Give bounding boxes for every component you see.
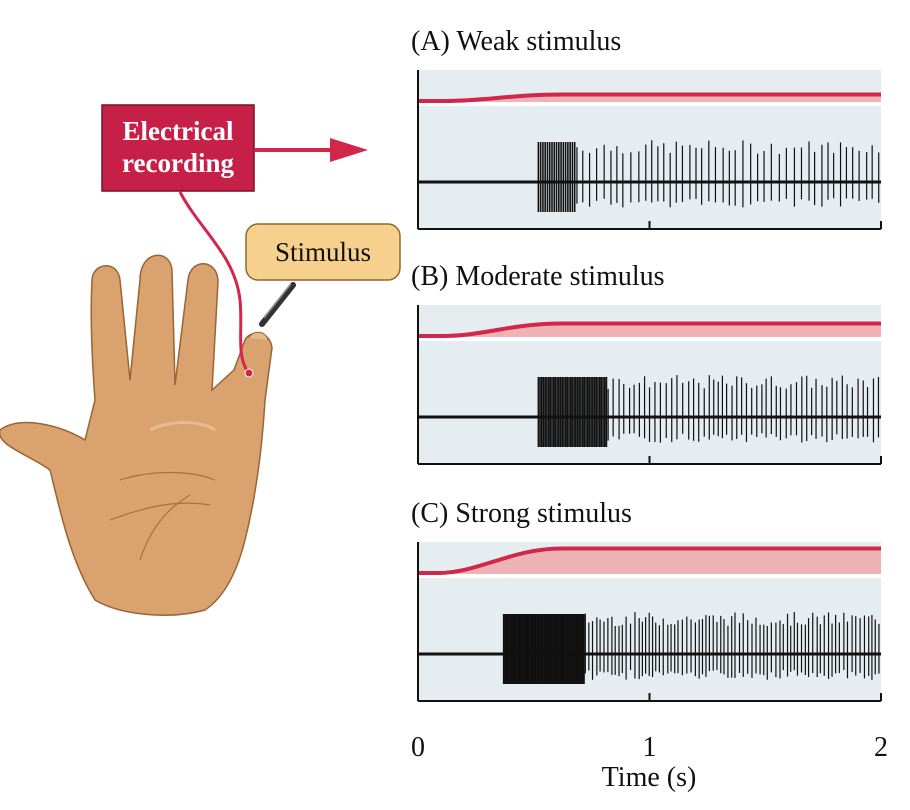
- x-tick-label: 0: [411, 732, 425, 763]
- palm-line: [139, 494, 191, 561]
- band-separator: [418, 102, 881, 106]
- panel-title-b: (B) Moderate stimulus: [411, 261, 665, 292]
- recording-panels: (A) Weak stimulus (B) Moderate stimulus (C…: [411, 26, 882, 702]
- stimulus-trace: [418, 92, 881, 103]
- recording-arrow-head: [330, 138, 368, 162]
- time-axis: 0 1 2: [411, 732, 888, 763]
- electrical-recording-line1: Electrical: [123, 116, 234, 146]
- panel-title-a: (A) Weak stimulus: [411, 26, 621, 57]
- panel-c: (C) Strong stimulus: [411, 498, 882, 702]
- band-separator: [418, 574, 881, 578]
- stimulus-fill: [418, 548, 881, 574]
- hand-illustration: [0, 254, 273, 616]
- palm-line: [109, 502, 211, 521]
- electrical-recording-line2: recording: [122, 148, 234, 178]
- spike-train: [502, 612, 880, 684]
- spike-train: [537, 375, 880, 447]
- palm-highlight: [149, 421, 216, 432]
- stimulus-label: Stimulus: [245, 223, 401, 281]
- palm-line: [119, 471, 216, 481]
- band-separator: [418, 337, 881, 341]
- x-axis-label: Time (s): [602, 762, 697, 793]
- recording-electrode-tip: [244, 368, 254, 378]
- stimulus-trace: [418, 546, 881, 575]
- spike-train: [537, 140, 880, 212]
- electrical-recording-label: Electrical recording: [101, 104, 255, 192]
- stimulus-probe-highlight: [263, 283, 292, 319]
- stimulus-probe: [259, 282, 296, 327]
- fingernail: [248, 331, 269, 341]
- recording-area: [418, 106, 881, 229]
- x-tick-label: 1: [643, 732, 657, 763]
- hand-shape: [0, 254, 273, 616]
- panel-b: (B) Moderate stimulus: [411, 261, 882, 465]
- panel-title-c: (C) Strong stimulus: [411, 498, 632, 529]
- stimulus-text: Stimulus: [275, 237, 371, 267]
- x-tick-label: 2: [874, 732, 888, 763]
- panel-a: (A) Weak stimulus: [411, 26, 882, 230]
- recording-wire: [178, 191, 250, 373]
- stimulus-trace: [418, 321, 881, 338]
